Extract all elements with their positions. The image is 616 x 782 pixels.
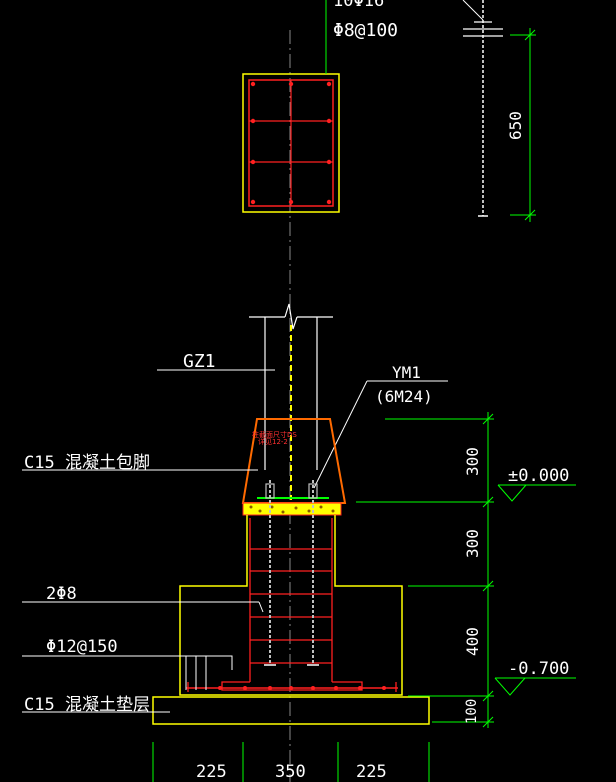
bar3-leader — [22, 655, 233, 670]
right-dimension-chain — [356, 412, 494, 728]
bottom-dimension-chain — [152, 742, 430, 782]
ym1-label: YM1 — [392, 363, 421, 382]
elevation-mark-1 — [494, 677, 576, 696]
bar-phi12-label: Φ12@150 — [46, 637, 118, 657]
elevation-1-label: -0.700 — [508, 659, 569, 679]
anchor-bolts — [264, 480, 319, 666]
dim-bottom-3: 225 — [356, 762, 387, 782]
c15-pad-label: C15 混凝土垫层 — [24, 695, 150, 715]
anchor-bolt-detail — [462, 0, 503, 217]
concrete-cap — [241, 418, 347, 504]
main-bars-label: 10Φ16 — [333, 0, 384, 11]
grout-layer — [242, 502, 342, 516]
ym1-bolts-label: (6M24) — [375, 387, 433, 406]
elevation-0-label: ±0.000 — [508, 466, 569, 486]
red-note-2: 详见12-2 — [258, 437, 288, 446]
gz1-label: GZ1 — [183, 351, 216, 372]
bolt-dimension — [510, 28, 536, 222]
bar2-tick — [258, 601, 264, 613]
hatch-marks — [185, 656, 207, 690]
elevation-mark-0 — [497, 484, 576, 502]
column-cross-section — [242, 73, 340, 213]
dim-right-3: 400 — [463, 627, 482, 656]
stirrups-label: Φ8@100 — [333, 20, 398, 41]
red-note-1: 柱截面尺寸DS — [252, 430, 297, 439]
ym1-leader-diag — [313, 380, 368, 489]
dim-bottom-1: 225 — [196, 762, 227, 782]
dim-right-4: 100 — [464, 699, 480, 724]
bar-2phi8-label: 2Φ8 — [46, 584, 77, 604]
pedestal-outline — [179, 515, 403, 696]
dim-right-2: 300 — [463, 529, 482, 558]
pedestal-rebar — [186, 518, 398, 692]
dim-bottom-2: 350 — [275, 762, 306, 782]
c15-cap-label: C15 混凝土包脚 — [24, 453, 150, 473]
footing-bar-dots — [218, 686, 386, 690]
dim-right-1: 300 — [463, 447, 482, 476]
bolt-length-label: 650 — [506, 111, 525, 140]
concrete-pad — [152, 696, 430, 725]
column-elevation — [249, 303, 333, 470]
